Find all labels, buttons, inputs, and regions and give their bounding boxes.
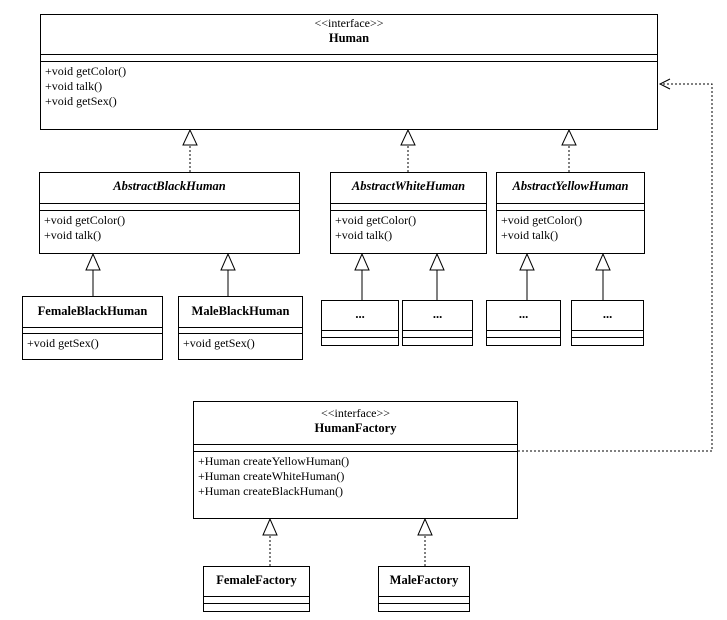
class-name: FemaleFactory <box>216 573 297 587</box>
method-item: +Human createYellowHuman() <box>198 454 350 468</box>
female-factory-class[interactable]: FemaleFactory <box>203 566 310 612</box>
class-name: Human <box>328 31 370 45</box>
method-list: +void getColor() +void talk() +void getS… <box>41 62 657 111</box>
abstract-black-human-class[interactable]: AbstractBlackHuman +void getColor() +voi… <box>39 172 300 254</box>
method-item: +void talk() <box>45 79 103 93</box>
female-black-human-class[interactable]: FemaleBlackHuman +void getSex() <box>22 296 163 360</box>
method-list: +void getColor() +void talk() <box>497 211 644 245</box>
male-black-human-class[interactable]: MaleBlackHuman +void getSex() <box>178 296 303 360</box>
method-item: +void getColor() <box>501 213 583 227</box>
method-list: +void getColor() +void talk() <box>331 211 486 245</box>
abstract-yellow-human-class[interactable]: AbstractYellowHuman +void getColor() +vo… <box>496 172 645 254</box>
triangle-arrow-icon <box>519 252 535 271</box>
method-item: +void getSex() <box>27 336 99 350</box>
method-item: +void getSex() <box>45 94 117 108</box>
yellow-subclass-2[interactable]: ... <box>571 300 644 346</box>
method-list: +Human createYellowHuman() +Human create… <box>194 452 517 501</box>
class-name: AbstractWhiteHuman <box>351 179 466 193</box>
method-item: +void talk() <box>501 228 559 242</box>
triangle-arrow-icon <box>354 252 370 271</box>
white-subclass-1[interactable]: ... <box>321 300 399 346</box>
human-interface[interactable]: <<interface>> Human +void getColor() +vo… <box>40 14 658 130</box>
class-name: FemaleBlackHuman <box>37 304 148 318</box>
class-name: ... <box>518 307 529 321</box>
triangle-arrow-icon <box>262 517 278 536</box>
method-list: +void getColor() +void talk() <box>40 211 299 245</box>
class-name: ... <box>432 307 443 321</box>
class-name: ... <box>602 307 613 321</box>
triangle-arrow-icon <box>429 252 445 271</box>
stereotype-label: <<interface>> <box>314 16 384 30</box>
triangle-arrow-icon <box>417 517 433 536</box>
class-name: ... <box>355 307 365 321</box>
male-factory-class[interactable]: MaleFactory <box>378 566 470 612</box>
method-list: +void getSex() <box>179 334 302 353</box>
white-subclass-2[interactable]: ... <box>402 300 473 346</box>
class-name: MaleFactory <box>389 573 459 587</box>
triangle-arrow-icon <box>85 252 101 271</box>
method-item: +void talk() <box>44 228 102 242</box>
abstract-white-human-class[interactable]: AbstractWhiteHuman +void getColor() +voi… <box>330 172 487 254</box>
dependency-factory-to-human <box>518 83 713 452</box>
method-item: +Human createWhiteHuman() <box>198 469 345 483</box>
triangle-arrow-icon <box>561 128 577 146</box>
class-name: AbstractYellowHuman <box>512 179 629 193</box>
class-name: HumanFactory <box>314 421 397 435</box>
method-item: +Human createBlackHuman() <box>198 484 344 498</box>
method-item: +void getColor() <box>44 213 126 227</box>
open-arrow-icon <box>658 78 671 90</box>
triangle-arrow-icon <box>595 252 611 271</box>
method-item: +void talk() <box>335 228 393 242</box>
method-item: +void getSex() <box>183 336 255 350</box>
human-factory-interface[interactable]: <<interface>> HumanFactory +Human create… <box>193 401 518 519</box>
class-name: AbstractBlackHuman <box>113 179 226 193</box>
triangle-arrow-icon <box>220 252 236 271</box>
method-item: +void getColor() <box>335 213 417 227</box>
class-name: MaleBlackHuman <box>191 304 290 318</box>
triangle-arrow-icon <box>182 128 198 146</box>
triangle-arrow-icon <box>400 128 416 146</box>
method-list: +void getSex() <box>23 334 162 353</box>
method-item: +void getColor() <box>45 64 127 78</box>
stereotype-label: <<interface>> <box>320 406 391 420</box>
yellow-subclass-1[interactable]: ... <box>486 300 561 346</box>
